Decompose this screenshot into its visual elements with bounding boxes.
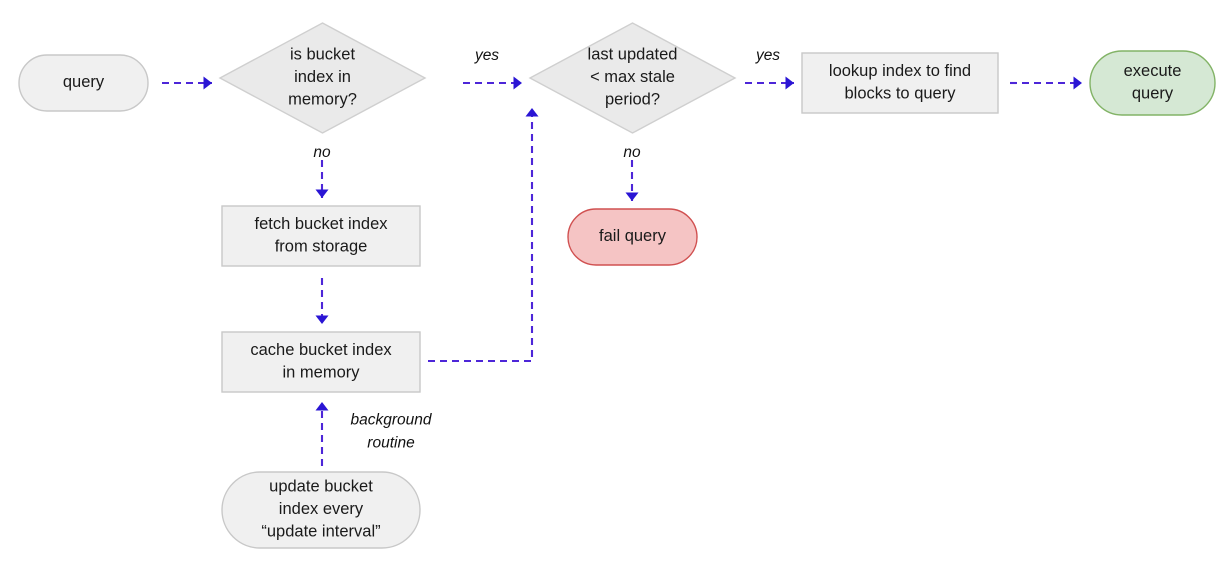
- node-shape-diamond: [528, 22, 737, 134]
- node-shape-diamond: [218, 22, 427, 134]
- node-shape-stadium: [1089, 50, 1216, 116]
- arrowhead-icon: [785, 76, 794, 90]
- edge-label-is-bucket-index-no-to-fetch: no: [313, 144, 331, 161]
- edges-layer: [162, 76, 1082, 466]
- arrowhead-icon: [315, 402, 329, 411]
- arrowhead-icon: [315, 189, 329, 198]
- arrowhead-icon: [513, 76, 522, 90]
- arrowhead-icon: [525, 108, 539, 117]
- edge-query-to-is-bucket-index: [162, 76, 212, 90]
- node-query[interactable]: query: [18, 54, 149, 112]
- edge-is-bucket-index-yes-to-last-updated: [463, 76, 522, 90]
- arrowhead-icon: [203, 76, 212, 90]
- node-fail-query[interactable]: fail query: [567, 208, 698, 266]
- edge-last-updated-no-to-fail-query: [625, 160, 639, 201]
- edge-fetch-to-cache: [315, 278, 329, 324]
- edge-is-bucket-index-no-to-fetch: [315, 160, 329, 198]
- edge-lookup-to-execute-query: [1010, 76, 1082, 90]
- edge-line: [428, 116, 534, 363]
- edge-label-is-bucket-index-yes-to-last-updated: yes: [474, 47, 499, 64]
- edge-label-last-updated-no-to-fail-query: no: [623, 144, 641, 161]
- arrowhead-icon: [315, 315, 329, 324]
- node-shape-stadium: [567, 208, 698, 266]
- node-shape-rect: [801, 52, 999, 114]
- edge-cache-to-last-updated: [428, 108, 539, 363]
- node-label: fail query: [599, 227, 667, 245]
- node-shape-rect: [221, 331, 421, 393]
- node-shape-rect: [221, 205, 421, 267]
- node-shape-stadium: [221, 471, 421, 549]
- node-shape-stadium: [18, 54, 149, 112]
- arrowhead-icon: [625, 192, 639, 201]
- edge-label-last-updated-yes-to-lookup: yes: [755, 47, 780, 64]
- node-label: query: [63, 73, 105, 91]
- edge-last-updated-yes-to-lookup: [745, 76, 794, 90]
- arrowhead-icon: [1073, 76, 1082, 90]
- edge-update-interval-to-cache: [315, 402, 329, 466]
